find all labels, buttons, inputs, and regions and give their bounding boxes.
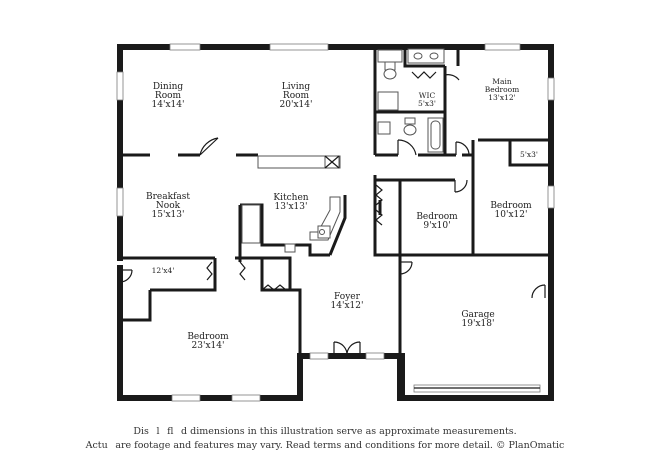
- svg-text:Room: Room: [283, 91, 310, 101]
- main-bedroom-label: Main: [492, 77, 512, 86]
- foyer-size: 14'x12': [331, 301, 364, 311]
- bedroom-9x10-label: Bedroom: [416, 212, 458, 222]
- windows: [116, 43, 555, 402]
- svg-text:Bedroom: Bedroom: [485, 85, 519, 94]
- main-bedroom-size: 13'x12': [488, 93, 515, 102]
- garage-door: [413, 384, 541, 393]
- bath-fixtures: [377, 48, 445, 153]
- garage-label: Garage: [461, 310, 494, 320]
- doors: [119, 71, 546, 357]
- svg-text:Nook: Nook: [156, 201, 181, 211]
- room-labels: Dining Room 14'x14' Living Room 20'x14' …: [146, 77, 538, 351]
- kitchen-fixtures: [241, 155, 341, 253]
- storage-size: 12'x4': [152, 266, 175, 275]
- svg-text:Room: Room: [155, 91, 182, 101]
- breakfast-nook-label: Breakfast: [146, 192, 190, 202]
- bedroom-23x14-size: 23'x14': [192, 341, 225, 351]
- closet-small-size: 5'x3': [520, 150, 538, 159]
- dining-room-label: Dining: [153, 82, 184, 92]
- foyer-label: Foyer: [334, 292, 361, 302]
- breakfast-nook-size: 15'x13': [152, 210, 185, 220]
- bedroom-9x10-size: 9'x10': [423, 221, 450, 231]
- bedroom-10x12-label: Bedroom: [490, 201, 532, 211]
- bedroom-10x12-size: 10'x12': [495, 210, 528, 220]
- disclaimer-line-1: Dis l fl d dimensions in this illustrati…: [133, 426, 517, 437]
- kitchen-size: 13'x13': [275, 202, 308, 212]
- living-room-label: Living: [282, 82, 311, 92]
- garage-size: 19'x18': [462, 319, 495, 329]
- living-room-size: 20'x14': [280, 100, 313, 110]
- interior-walls: [120, 47, 551, 356]
- disclaimer-line-2: Actu are footage and features may vary. …: [85, 440, 565, 451]
- wic-size: 5'x3': [418, 99, 436, 108]
- kitchen-label: Kitchen: [273, 193, 308, 203]
- bedroom-23x14-label: Bedroom: [187, 332, 229, 342]
- wic-label: WIC: [419, 91, 436, 100]
- dining-room-size: 14'x14': [152, 100, 185, 110]
